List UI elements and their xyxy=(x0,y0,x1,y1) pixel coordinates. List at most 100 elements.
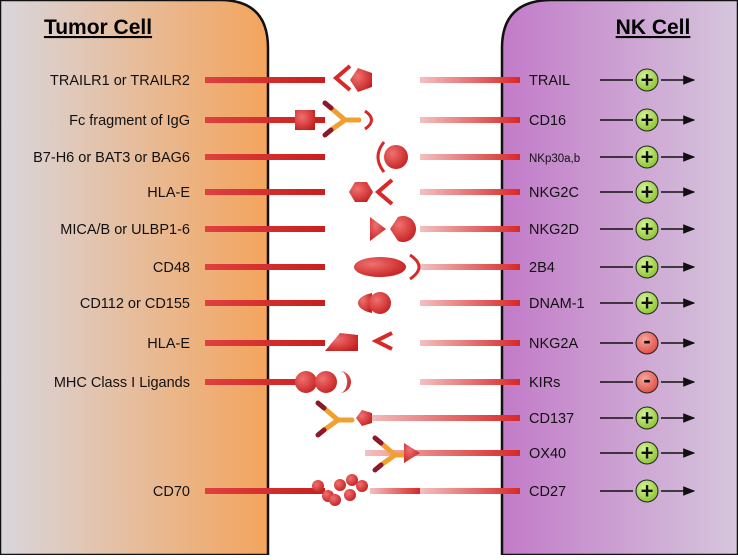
ligand-label: CD112 or CD155 xyxy=(80,296,190,312)
ligand-label: B7-H6 or BAT3 or BAG6 xyxy=(33,150,190,166)
receptor-stalk xyxy=(365,450,520,456)
receptor-stalk xyxy=(420,264,520,270)
receptor-label: KIRs xyxy=(529,375,560,391)
activating-signal-icon xyxy=(635,441,659,465)
ligand-label: CD48 xyxy=(153,260,190,276)
ligand-label: MHC Class I Ligands xyxy=(54,375,190,391)
receptor-stalk xyxy=(420,117,520,123)
triple-circle-icon xyxy=(295,371,351,393)
receptor-stalk xyxy=(420,189,520,195)
antibody-icon xyxy=(322,100,362,138)
interaction-row: CD112 or CD155 DNAM-1 + xyxy=(80,291,696,316)
antibody-agonist-icon xyxy=(372,435,420,473)
ellipse-in-cup-icon xyxy=(354,253,421,281)
signal-sign: - xyxy=(643,367,650,392)
ligand-label: HLA-E xyxy=(147,336,190,352)
ligand-stalk xyxy=(205,189,325,195)
ligand-label: TRAILR1 or TRAILR2 xyxy=(50,73,190,89)
receptor-label: NKG2D xyxy=(529,222,579,238)
trimer-cluster-icon xyxy=(312,474,420,506)
receptor-stalk xyxy=(365,415,520,421)
signal-sign: + xyxy=(641,291,654,316)
nk-cell-membrane xyxy=(500,0,738,557)
activating-signal-icon xyxy=(635,406,659,430)
receptor-stalk xyxy=(420,379,520,385)
interaction-row: HLA-E NKG2A - xyxy=(147,328,696,355)
interaction-row: TRAILR1 or TRAILR2 TRAIL + xyxy=(50,64,696,93)
antibody-icon xyxy=(315,400,355,438)
ligand-stalk xyxy=(205,340,325,346)
activating-signal-icon xyxy=(635,291,659,315)
inhibitory-signal-icon xyxy=(635,370,659,394)
receptor-stalk xyxy=(420,340,520,346)
receptor-label: CD27 xyxy=(529,484,566,500)
pentagon-into-chevron-icon xyxy=(332,64,372,92)
receptor-label: CD16 xyxy=(529,113,566,129)
receptor-label: TRAIL xyxy=(529,73,570,89)
trapezoid-into-chevron-icon xyxy=(325,331,393,351)
receptor-stalk xyxy=(420,488,520,494)
antibody-fc-bridge-icon xyxy=(295,100,373,138)
activating-signal-icon xyxy=(635,180,659,204)
signal-sign: + xyxy=(641,479,654,504)
ligand-label: MICA/B or ULBP1-6 xyxy=(60,222,190,238)
circle-in-cup-icon xyxy=(376,141,408,173)
interaction-row: B7-H6 or BAT3 or BAG6 NKp30a,b + xyxy=(33,141,696,173)
tumor-cell-title: Tumor Cell xyxy=(44,16,152,39)
receptor-stalk xyxy=(420,226,520,232)
ligand-stalk xyxy=(205,379,325,385)
tumor-cell-membrane xyxy=(0,0,270,557)
interaction-row: MHC Class I Ligands KIRs - xyxy=(54,367,696,394)
signal-sign: + xyxy=(641,180,654,205)
interaction-row: HLA-E NKG2C + xyxy=(147,178,696,206)
interaction-row: CD70 CD27 + xyxy=(153,474,696,506)
signal-sign: + xyxy=(641,406,654,431)
signal-sign: + xyxy=(641,217,654,242)
activating-signal-icon xyxy=(635,217,659,241)
receptor-label: NKG2A xyxy=(529,336,578,352)
activating-signal-icon xyxy=(635,479,659,503)
activating-signal-icon xyxy=(635,255,659,279)
signal-sign: + xyxy=(641,68,654,93)
ligand-stalk xyxy=(205,264,325,270)
antibody-agonist-icon xyxy=(315,400,372,438)
receptor-label: 2B4 xyxy=(529,260,555,276)
inhibitory-signal-icon xyxy=(635,331,659,355)
half-disc-pair-icon xyxy=(357,292,391,314)
ligand-stalk xyxy=(205,226,325,232)
signal-sign: + xyxy=(641,255,654,280)
ligand-label: CD70 xyxy=(153,484,190,500)
receptor-stalk xyxy=(420,300,520,306)
activating-signal-icon xyxy=(635,68,659,92)
receptor-label: NKp30a,b xyxy=(529,153,580,165)
receptor-stalk xyxy=(420,154,520,160)
ligand-label: HLA-E xyxy=(147,185,190,201)
activating-signal-icon xyxy=(635,145,659,169)
receptor-label: CD137 xyxy=(529,411,574,427)
signal-sign: + xyxy=(641,441,654,466)
receptor-label: NKG2C xyxy=(529,185,579,201)
interaction-row: OX40 + xyxy=(365,435,696,473)
hexagon-into-chevron-icon xyxy=(349,178,394,206)
ligand-stalk xyxy=(205,117,325,123)
interaction-row: CD48 2B4 + xyxy=(153,253,696,281)
interaction-row: Fc fragment of IgG CD16 + xyxy=(69,100,696,138)
ligand-stalk xyxy=(205,77,325,83)
nk-cell-title: NK Cell xyxy=(616,16,691,39)
receptor-label: DNAM-1 xyxy=(529,296,585,312)
signal-sign: + xyxy=(641,145,654,170)
receptor-stalk xyxy=(420,77,520,83)
ligand-stalk xyxy=(205,488,325,494)
interaction-row: CD137 + xyxy=(315,400,696,438)
triangle-into-pacman-icon xyxy=(370,215,416,242)
receptor-label: OX40 xyxy=(529,446,566,462)
ligand-stalk xyxy=(205,154,325,160)
interaction-row: MICA/B or ULBP1-6 NKG2D + xyxy=(60,215,696,242)
ligand-stalk xyxy=(205,300,325,306)
ligand-label: Fc fragment of IgG xyxy=(69,113,190,129)
signal-sign: - xyxy=(643,328,650,353)
signal-sign: + xyxy=(641,108,654,133)
